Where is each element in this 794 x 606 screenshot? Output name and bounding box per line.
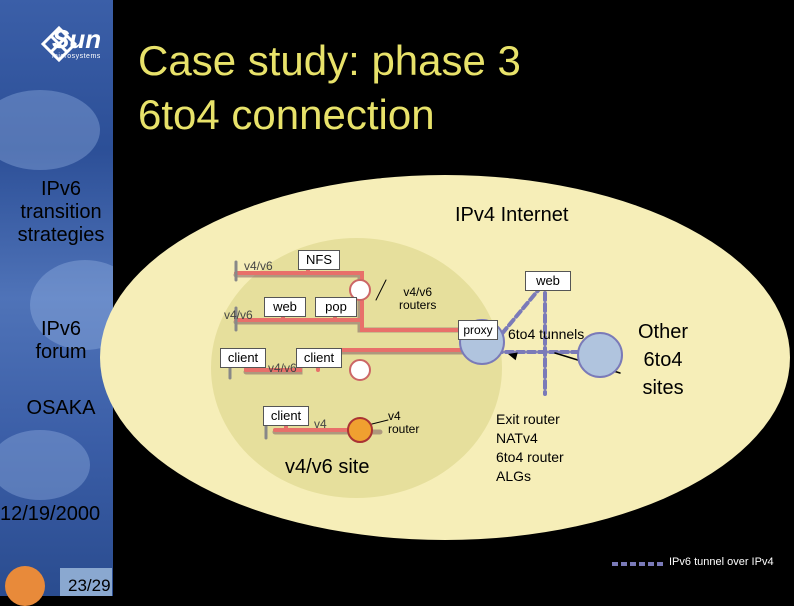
slide-date: 12/19/2000 (0, 503, 101, 525)
proxy-server: proxy (458, 320, 498, 340)
client-host: client (263, 406, 309, 426)
network-line (234, 271, 468, 332)
other-site-router-icon (577, 332, 623, 378)
v4-router-icon (347, 417, 373, 443)
sidebar-texture (0, 430, 90, 500)
router-icon (349, 279, 371, 301)
router-icon (349, 359, 371, 381)
sidebar-item-transition: IPv6 transition strategies (17, 178, 105, 246)
web-server-outer: web (525, 271, 571, 291)
sidebar-texture (0, 90, 100, 170)
logo-text: Sun (52, 24, 102, 54)
site-label: v4/v6 site (285, 456, 370, 478)
v4v6-routers-label: v4/v6 routers (399, 285, 437, 312)
nfs-server: NFS (298, 250, 340, 270)
sidebar-texture (30, 260, 113, 350)
sidebar-item-forum: IPv6 forum (35, 318, 87, 363)
client-host: client (220, 348, 266, 368)
client-host: client (296, 348, 342, 368)
web-server: web (264, 297, 306, 317)
tunnels-label: 6to4 tunnels (508, 326, 585, 342)
legend-label: IPv6 tunnel over IPv4 (669, 556, 774, 568)
sun-logo-icon (40, 25, 78, 63)
internet-label: IPv4 Internet (455, 204, 569, 226)
sidebar-item-osaka: OSAKA (26, 397, 96, 419)
logo-subtext: microsystems (52, 53, 101, 60)
tag-v4v6: v4/v6 (268, 361, 297, 375)
tag-v4v6: v4/v6 (224, 308, 253, 322)
page-number: 23/29 (60, 568, 112, 596)
pop-server: pop (315, 297, 357, 317)
v4-router-label: v4 router (388, 409, 420, 436)
slide-title: Case study: phase 3 6to4 connection (138, 37, 521, 138)
tag-v4: v4 (314, 417, 327, 431)
tag-v4v6: v4/v6 (244, 259, 273, 273)
exit-router-label: Exit router NATv4 6to4 router ALGs (496, 411, 564, 484)
other-sites-label: Other 6to4 sites (638, 321, 689, 399)
sidebar: Sun microsystems IPv6 transition strateg… (0, 0, 113, 596)
